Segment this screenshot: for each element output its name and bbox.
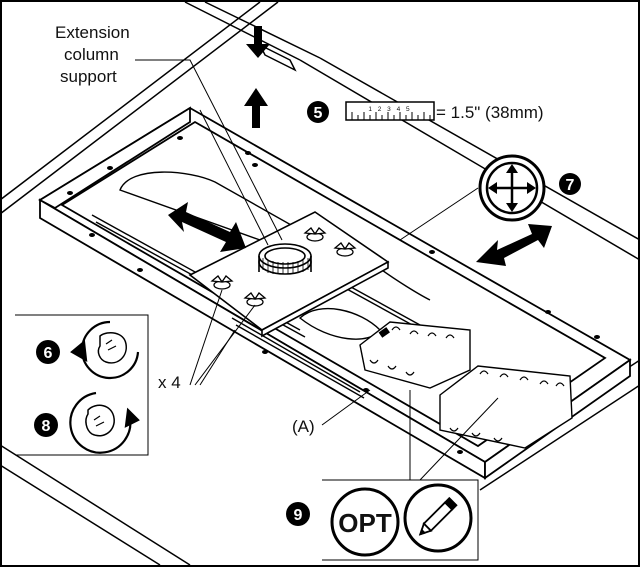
rotate-steps-box [15,314,149,456]
quantity-label: x 4 [158,373,181,392]
adapter-plate [188,211,390,338]
opt-icon: OPT [330,487,400,557]
step-9-number: 9 [294,507,303,524]
measurement-label: = 1.5" (38mm) [436,103,544,122]
part-a-label: (A) [292,417,315,436]
move-icon [478,154,546,222]
step-8-badge: 8 [34,413,58,437]
extension-label-line2: column [64,45,119,64]
step-5-badge: 5 [307,101,329,123]
extension-label-line1: Extension [55,23,130,42]
mounting-plates-a [359,321,573,449]
extension-label-line3: support [60,67,117,86]
wing-nuts [210,227,357,307]
hand-rotate-clockwise-icon [69,391,140,454]
slide-arrow-right [476,224,552,266]
step-5-number: 5 [314,105,323,122]
step-8-number: 8 [42,418,51,435]
step-6-number: 6 [44,345,53,362]
frame-holes [67,136,600,454]
hand-rotate-counterclockwise-icon [70,320,140,380]
slide-arrow-left [168,202,246,252]
step-7-badge: 7 [559,173,581,195]
leader-lines [135,59,499,481]
vertical-arrows [244,26,270,128]
step-6-badge: 6 [36,340,60,364]
step-9-badge: 9 [286,502,310,526]
step-7-number: 7 [566,177,575,194]
ruler-digits: 1 2 3 4 5 [368,106,411,113]
pencil-icon [403,483,473,553]
ruler-icon: 1 2 3 4 5 [345,101,435,121]
opt-label: OPT [338,508,392,538]
